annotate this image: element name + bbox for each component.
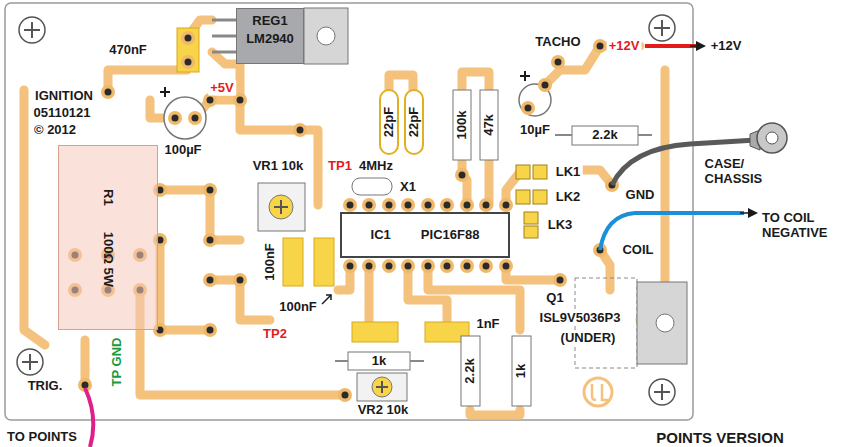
terminal-name: TACHO — [533, 35, 582, 50]
component-value: 10µF — [518, 123, 552, 138]
capacitor-symbol — [352, 322, 398, 342]
terminal-name: COIL — [620, 243, 655, 258]
component-value: VR1 10k — [251, 159, 306, 174]
link-name: LK1 — [554, 165, 583, 180]
resistor-symbol — [453, 90, 471, 160]
rail-name: +5V — [208, 81, 236, 96]
regulator-leads — [212, 20, 236, 52]
component-value: 2.2k — [590, 128, 619, 143]
resistor-body: R1 100Ω 5W — [58, 145, 158, 330]
link-name: LK2 — [554, 190, 583, 205]
leader-arrow — [322, 295, 331, 304]
capacitor-symbol — [405, 90, 423, 154]
board-code: 05110121 — [31, 106, 92, 121]
component-value: 1k — [370, 354, 388, 369]
part-name: X1 — [398, 180, 418, 195]
trimpot-symbol — [258, 183, 305, 231]
component-value: 1nF — [474, 317, 501, 332]
part-value: PIC16F88 — [421, 227, 480, 243]
transistor-tab — [637, 282, 687, 364]
ic-body: IC1 PIC16F88 — [340, 212, 510, 258]
component-value: 470nF — [107, 43, 149, 58]
part-value: LM2940 — [246, 31, 294, 47]
link-jumper — [516, 165, 547, 238]
resistor-symbol — [572, 126, 638, 145]
terminal-name: GND — [624, 188, 657, 203]
component-value: 1k — [514, 362, 529, 380]
component-value: 22pF — [382, 105, 397, 139]
tab-hole — [317, 27, 335, 45]
chassis-lug — [750, 123, 787, 153]
component-value: 22pF — [407, 105, 422, 139]
polarity-mark — [160, 87, 170, 97]
part-name: IC1 — [371, 227, 391, 243]
component-value: 100nF — [263, 241, 278, 283]
part-value: 100Ω 5W — [100, 231, 116, 286]
logo — [584, 378, 612, 406]
resistor-symbol — [480, 90, 498, 160]
regulator-body: REG1LM2940 — [236, 8, 304, 64]
pcb-board — [5, 3, 693, 420]
capacitor-symbol — [177, 28, 199, 72]
regulator-tab — [304, 8, 348, 64]
board-title: IGNITION — [33, 89, 95, 104]
component-value: 2.2k — [463, 356, 478, 385]
wire-destination: +12V — [709, 39, 744, 54]
crystal-symbol — [352, 178, 392, 195]
test-point: TP2 — [261, 327, 289, 342]
link-name: LK3 — [546, 218, 575, 233]
copper-traces — [24, 20, 665, 415]
trimpot-symbol — [357, 373, 407, 401]
part-number: ISL9V5036P3 — [538, 311, 623, 326]
terminal-name: +12V — [607, 39, 642, 54]
mounting-note: (UNDER) — [559, 331, 618, 346]
test-point: TP GND — [110, 336, 125, 389]
capacitor-symbol — [283, 238, 303, 286]
wire-destination: CASE/ CHASSIS — [703, 157, 782, 187]
terminal-name: TRIG. — [26, 379, 65, 394]
resistor-symbol — [512, 336, 531, 406]
component-value: 47k — [482, 112, 497, 138]
test-point: TP1 — [326, 159, 354, 174]
resistor-symbol — [348, 352, 410, 370]
part-name: REG1 — [252, 13, 287, 29]
part-name: Q1 — [544, 291, 565, 306]
electrolytic-capacitor — [164, 97, 206, 139]
component-value: 100k — [455, 109, 470, 142]
copyright-note: © 2012 — [32, 123, 78, 138]
component-value: 100nF — [277, 300, 319, 315]
figure-caption: POINTS VERSION — [654, 429, 786, 446]
capacitor-symbol — [314, 238, 334, 286]
polarity-mark — [520, 71, 530, 81]
component-value: 100µF — [162, 143, 203, 158]
wire-destination: TO POINTS — [5, 430, 79, 445]
trigger-wire — [85, 388, 93, 447]
part-name: R1 — [100, 189, 116, 206]
component-value: VR2 10k — [356, 403, 411, 418]
wire-destination: TO COIL NEGATIVE — [760, 211, 844, 241]
capacitor-symbol — [380, 90, 398, 154]
resistor-symbol — [461, 336, 480, 406]
component-value: 4MHz — [357, 159, 395, 174]
